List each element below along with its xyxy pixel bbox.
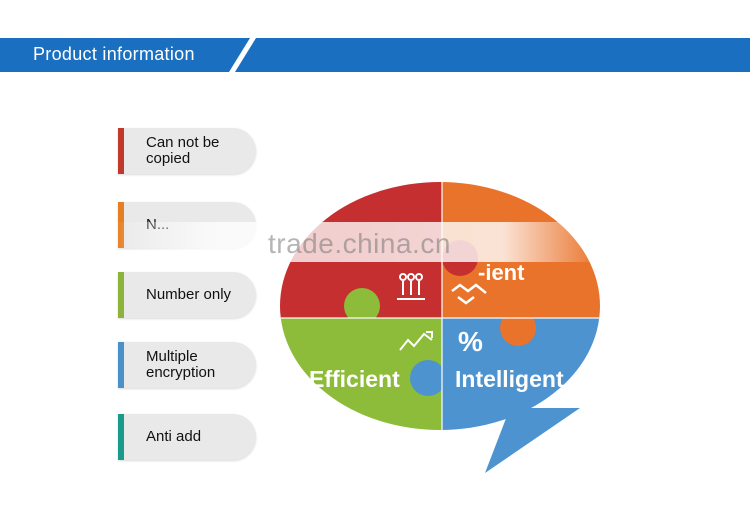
header-banner-shape <box>0 38 750 72</box>
puzzle-label-percent: % <box>458 326 483 357</box>
feature-label: Number only <box>146 286 232 303</box>
feature-item-anti-add: Anti add <box>118 414 256 460</box>
feature-color-bar <box>118 128 124 174</box>
feature-item-number: Number only <box>118 272 256 318</box>
feature-color-bar <box>118 414 124 460</box>
feature-color-bar <box>118 342 124 388</box>
puzzle-label-intelligent: Intelligent <box>455 366 564 392</box>
puzzle-tail <box>485 408 580 473</box>
puzzle-label-top-right: -ient <box>478 260 525 285</box>
page-title: Product information <box>33 44 195 64</box>
feature-item-encryption: Multiple encryption <box>118 342 256 388</box>
header-banner: Product information <box>0 38 750 72</box>
watermark-text: trade.china.cn <box>268 228 451 259</box>
puzzle-knob <box>410 360 446 396</box>
trend-icon <box>399 331 433 351</box>
feature-item-copy: Can not be copied <box>118 128 256 174</box>
feature-label: Multiple encryption <box>146 348 216 381</box>
watermark-strip <box>112 222 600 262</box>
handshake-icon <box>451 283 487 305</box>
people-icon <box>397 273 425 300</box>
puzzle-knob <box>500 310 536 346</box>
feature-color-bar <box>118 272 124 318</box>
feature-label: Anti add <box>146 428 202 445</box>
puzzle-knob <box>344 288 380 324</box>
feature-label: Can not be copied <box>146 134 220 167</box>
puzzle-label-efficient: Efficient <box>309 366 400 392</box>
